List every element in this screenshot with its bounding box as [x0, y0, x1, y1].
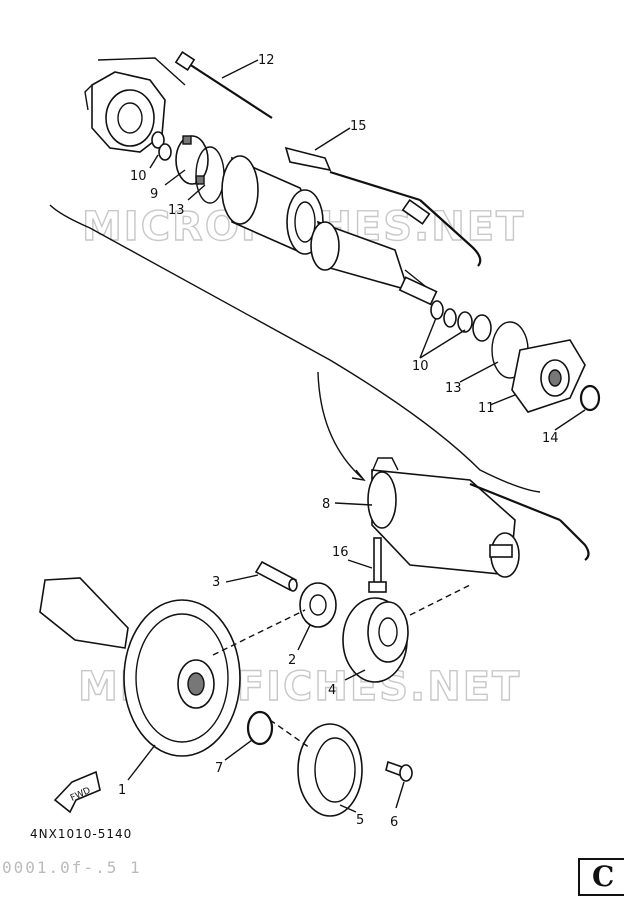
starter-motor-assembly-8 — [367, 457, 590, 578]
callout-8: 8 — [322, 497, 330, 512]
starter-front-cover — [84, 57, 186, 153]
leader-lines — [127, 59, 586, 813]
bolt-16 — [368, 537, 387, 593]
barcode-text: 0001.0f-.5 1 — [2, 858, 142, 877]
screw-6 — [385, 760, 413, 782]
starter-yoke — [221, 155, 324, 255]
callout-10-top: 10 — [130, 169, 147, 184]
callout-1: 1 — [118, 783, 126, 798]
starter-wheel-gear-1 — [123, 599, 241, 757]
callout-15: 15 — [350, 119, 367, 134]
section-letter-box: C — [578, 858, 624, 896]
callout-14: 14 — [542, 431, 559, 446]
shaft-3 — [254, 560, 298, 592]
o-ring-14 — [579, 384, 601, 412]
lead-wire-15 — [284, 146, 482, 267]
armature — [310, 220, 438, 306]
callout-6: 6 — [390, 815, 398, 830]
crankshaft-end — [39, 577, 129, 649]
idle-gear-2 — [299, 582, 337, 628]
washers-10-lower — [430, 300, 492, 342]
rear-cover-11 — [511, 339, 586, 413]
callout-9: 9 — [150, 187, 158, 202]
callout-13-lower: 13 — [445, 381, 462, 396]
section-letter: C — [592, 860, 615, 893]
starter-clutch-5 — [297, 723, 363, 817]
callout-5: 5 — [356, 813, 364, 828]
assembly-arrow — [317, 371, 363, 479]
callout-3: 3 — [212, 575, 220, 590]
idle-gear-4 — [342, 597, 409, 683]
callout-11: 11 — [478, 401, 495, 416]
circlip-7 — [246, 710, 274, 746]
callout-4: 4 — [328, 683, 336, 698]
brush-holder-9 — [175, 135, 209, 185]
callout-7: 7 — [215, 761, 223, 776]
callout-2: 2 — [288, 653, 296, 668]
callout-16: 16 — [332, 545, 349, 560]
callout-12: 12 — [258, 53, 275, 68]
long-bolt-12 — [174, 51, 273, 119]
callout-13-top: 13 — [168, 203, 185, 218]
fwd-arrow: FWD — [53, 770, 101, 814]
exploded-group-outline — [49, 204, 541, 493]
callout-10-lower: 10 — [412, 359, 429, 374]
reference-code: 4NX1010-5140 — [30, 827, 133, 841]
washers-10-top — [151, 131, 172, 161]
